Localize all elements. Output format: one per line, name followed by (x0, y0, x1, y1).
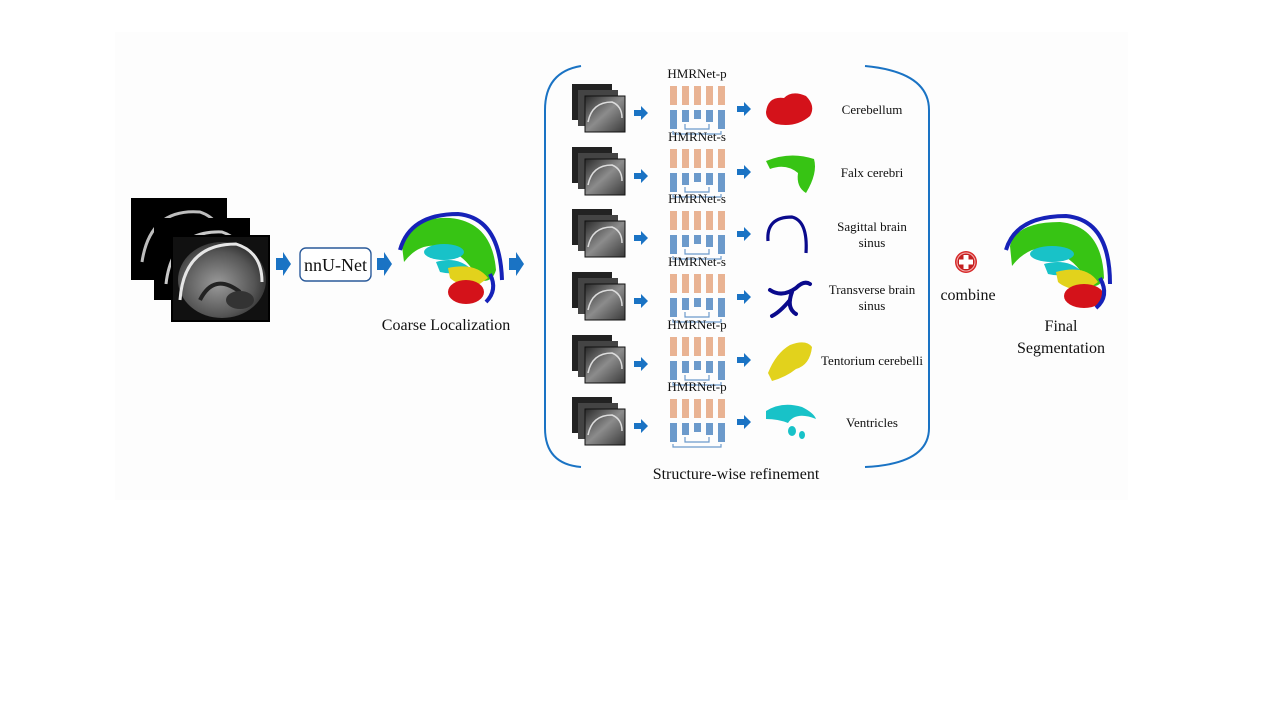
structure-render (766, 215, 808, 254)
network-diagram-icon (670, 337, 725, 386)
arrow-icon (634, 294, 648, 308)
arrow-icon (634, 106, 648, 120)
network-label: HMRNet-p (667, 66, 726, 81)
final-label-line2: Segmentation (1017, 340, 1105, 357)
arrow-icon (634, 419, 648, 433)
structure-label: Cerebellum (842, 102, 903, 117)
structure-label: sinus (859, 298, 886, 313)
network-label: HMRNet-s (668, 129, 726, 144)
structure-label: Transverse brain (829, 282, 916, 297)
arrow-icon (634, 169, 648, 183)
arrow-icon (509, 252, 524, 276)
arrow-icon (737, 290, 751, 304)
nnunet-box (299, 247, 372, 282)
plus-icon (955, 251, 977, 273)
network-label: HMRNet-s (668, 254, 726, 269)
arrow-icon (276, 252, 291, 276)
structure-label: Falx cerebri (841, 165, 904, 180)
structure-label: Tentorium cerebelli (821, 353, 923, 368)
mri-patch-stack (572, 397, 626, 446)
network-label: HMRNet-p (667, 379, 726, 394)
input-mri-stack (131, 198, 270, 322)
structure-label: Ventricles (846, 415, 898, 430)
network-diagram-icon (670, 399, 725, 448)
network-diagram-icon (670, 149, 725, 198)
network-diagram-icon (670, 86, 725, 135)
arrow-icon (737, 353, 751, 367)
arrow-icon (737, 102, 751, 116)
structure-render (766, 155, 815, 193)
structure-render (766, 93, 813, 125)
network-label: HMRNet-s (668, 191, 726, 206)
coarse-localization-label: Coarse Localization (382, 317, 510, 334)
refinement-bracket-right (864, 65, 930, 468)
arrow-icon (377, 252, 392, 276)
structure-render (768, 342, 812, 381)
structure-render (766, 404, 816, 439)
nnunet-label: nnU-Net (304, 255, 367, 275)
mri-patch-stack (572, 84, 626, 133)
mri-patch-stack (572, 209, 626, 258)
arrow-icon (634, 357, 648, 371)
combine-label: combine (940, 287, 995, 304)
network-diagram-icon (670, 211, 725, 260)
arrow-icon (737, 227, 751, 241)
refinement-bracket-left (544, 65, 582, 468)
coarse-segmentation-render (398, 211, 504, 304)
structure-label: sinus (859, 235, 886, 250)
final-segmentation-render (1004, 213, 1112, 310)
mri-patch-stack (572, 147, 626, 196)
mri-patch-stack (572, 335, 626, 384)
network-diagram-icon (670, 274, 725, 323)
structure-render (768, 280, 812, 318)
final-label-line1: Final (1045, 318, 1078, 335)
arrow-icon (634, 231, 648, 245)
arrow-icon (737, 415, 751, 429)
arrow-icon (737, 165, 751, 179)
network-label: HMRNet-p (667, 317, 726, 332)
refinement-caption: Structure-wise refinement (653, 466, 820, 483)
structure-label: Sagittal brain (837, 219, 907, 234)
mri-patch-stack (572, 272, 626, 321)
